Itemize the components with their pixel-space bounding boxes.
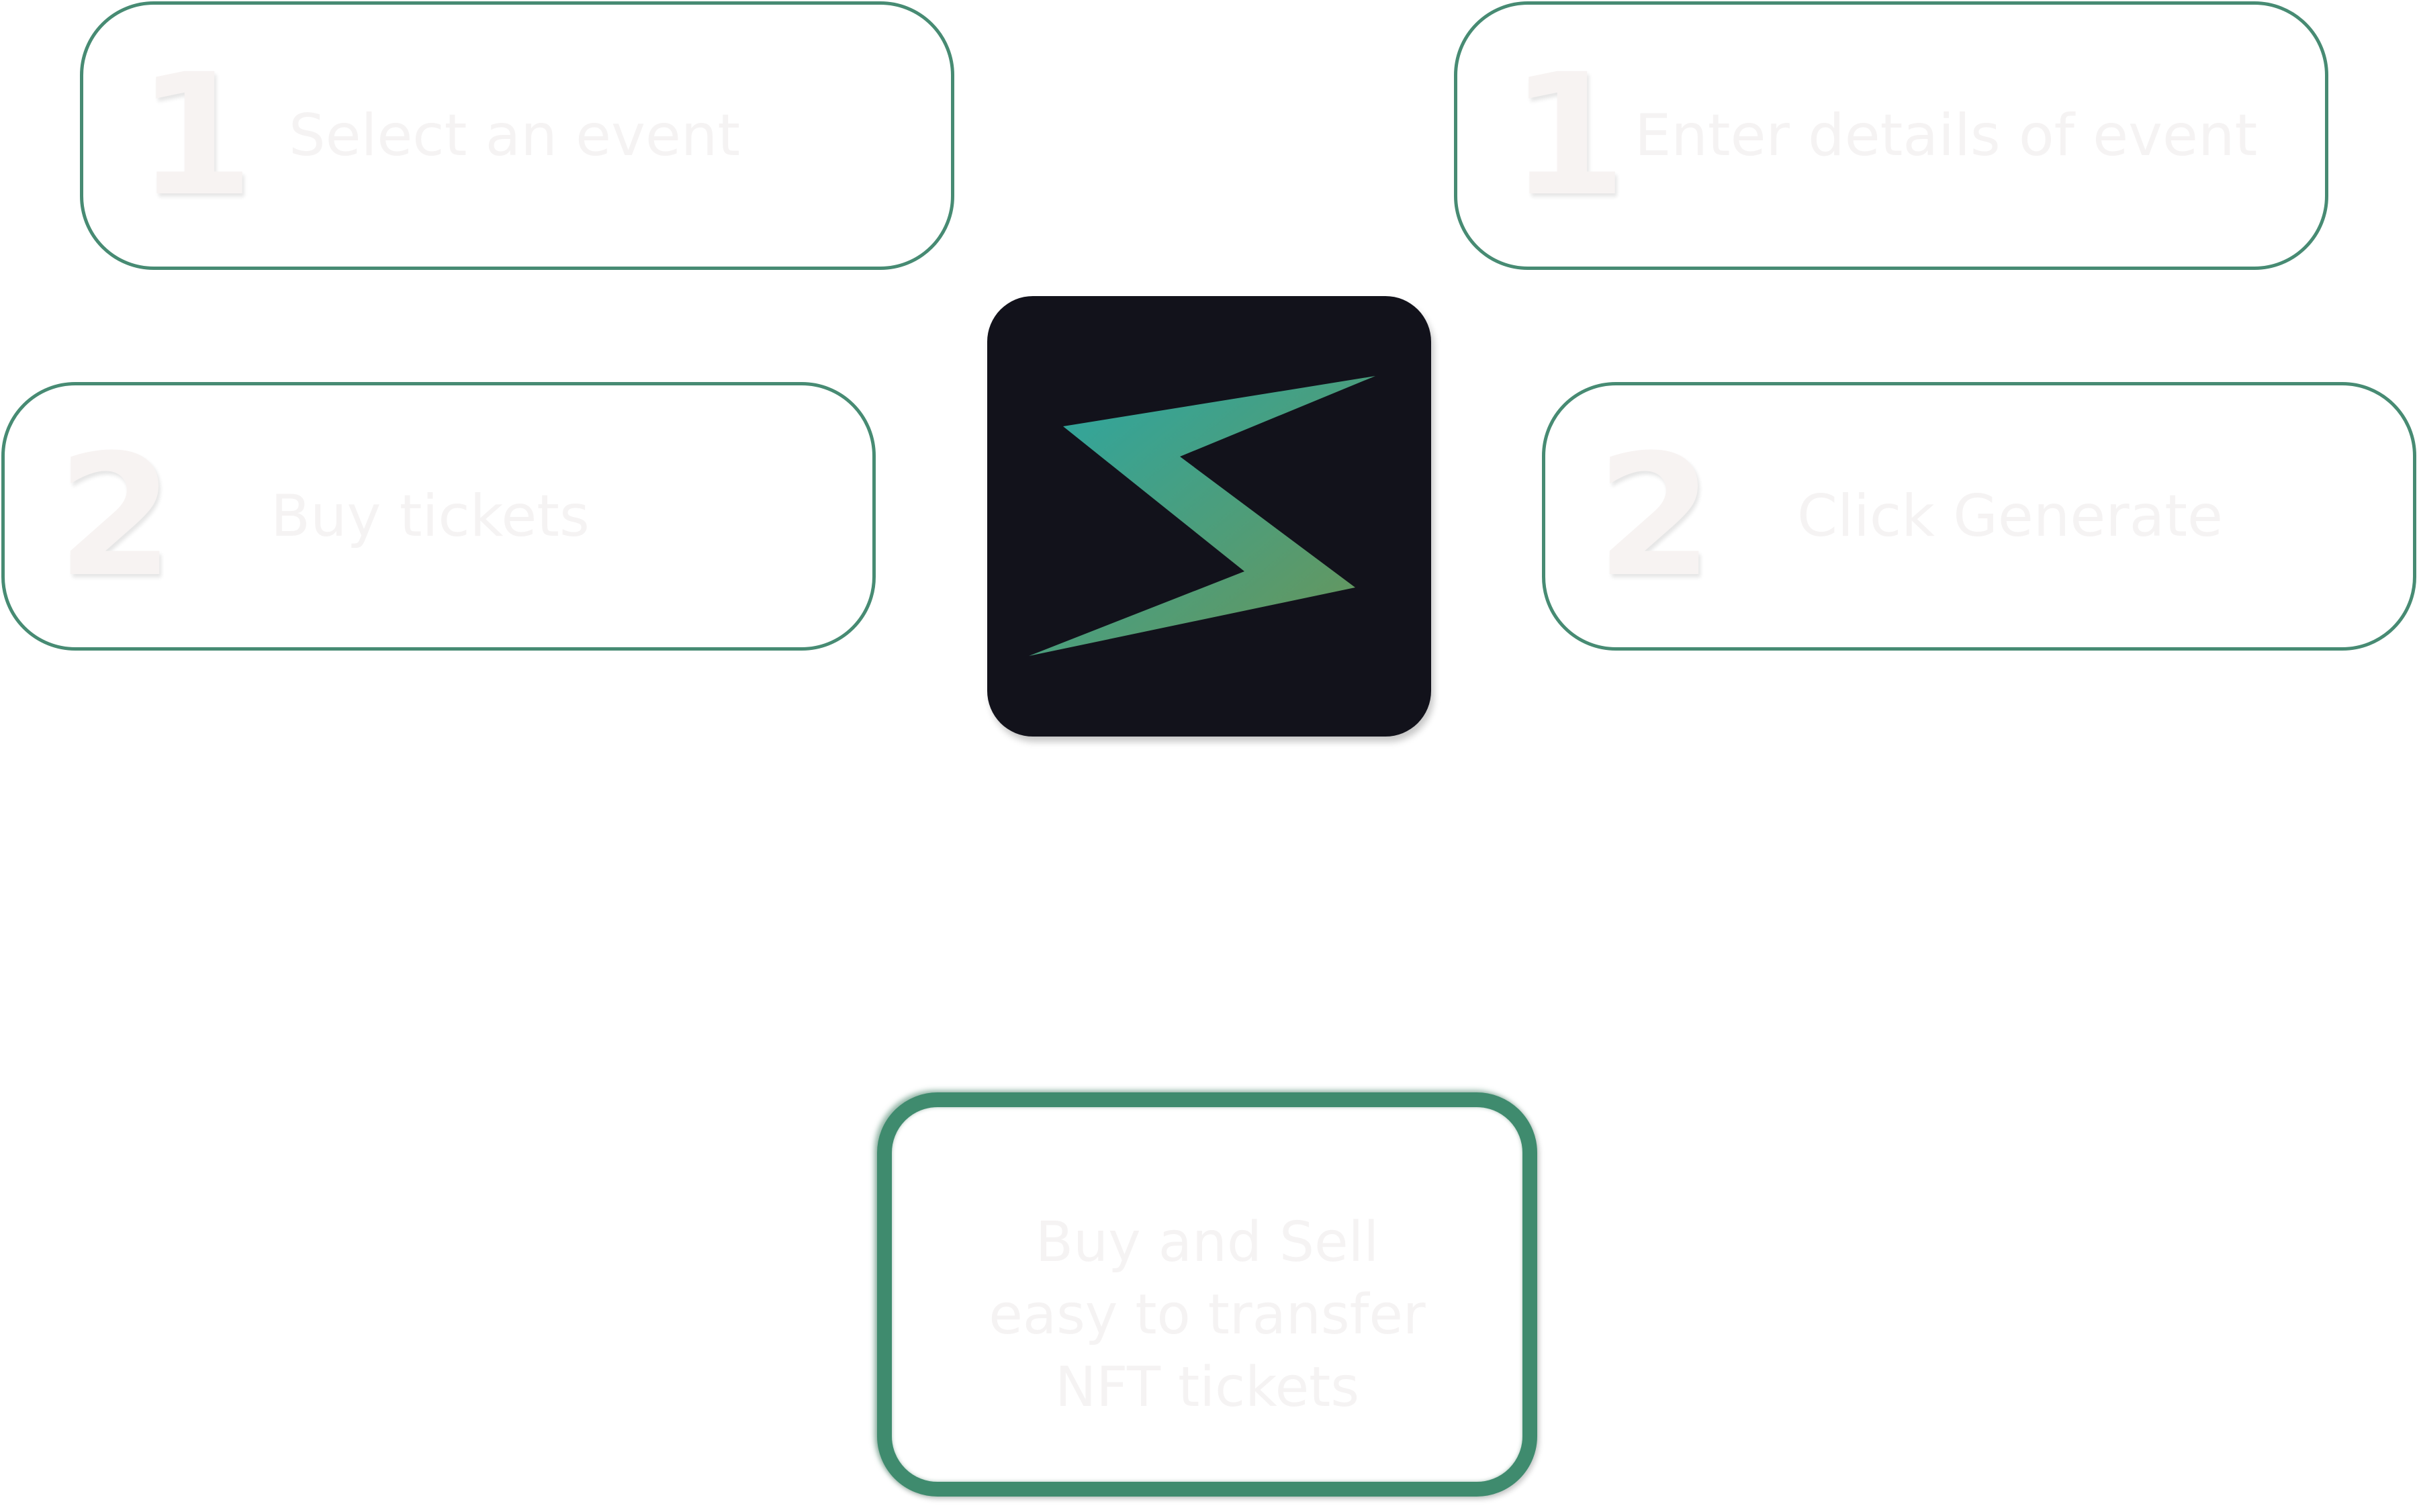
buyer-step-1-card: 1 Select an event — [80, 1, 954, 270]
step-number: 1 — [137, 38, 254, 233]
lightning-bolt-shape — [1029, 376, 1375, 656]
step-label: Click Generate — [1797, 483, 2223, 550]
summary-card: Buy and Sell easy to transfer NFT ticket… — [877, 1092, 1537, 1497]
summary-line: Buy and Sell — [1035, 1211, 1379, 1274]
summary-line: easy to transfer — [989, 1283, 1426, 1347]
step-label: Select an event — [289, 102, 741, 169]
step-number: 2 — [57, 418, 174, 614]
step-label: Enter details of event — [1635, 102, 2258, 169]
step-number: 1 — [1510, 38, 1627, 233]
app-logo — [987, 296, 1431, 737]
step-label: Buy tickets — [271, 483, 590, 550]
summary-line: NFT tickets — [1054, 1356, 1360, 1419]
step-number: 2 — [1596, 418, 1713, 614]
summary-text: Buy and Sell easy to transfer NFT ticket… — [892, 1207, 1522, 1424]
creator-step-1-card: 1 Enter details of event — [1454, 1, 2328, 270]
buyer-step-2-card: 2 Buy tickets — [1, 382, 876, 651]
lightning-bolt-icon — [1029, 376, 1375, 656]
creator-step-2-card: 2 Click Generate — [1542, 382, 2416, 651]
